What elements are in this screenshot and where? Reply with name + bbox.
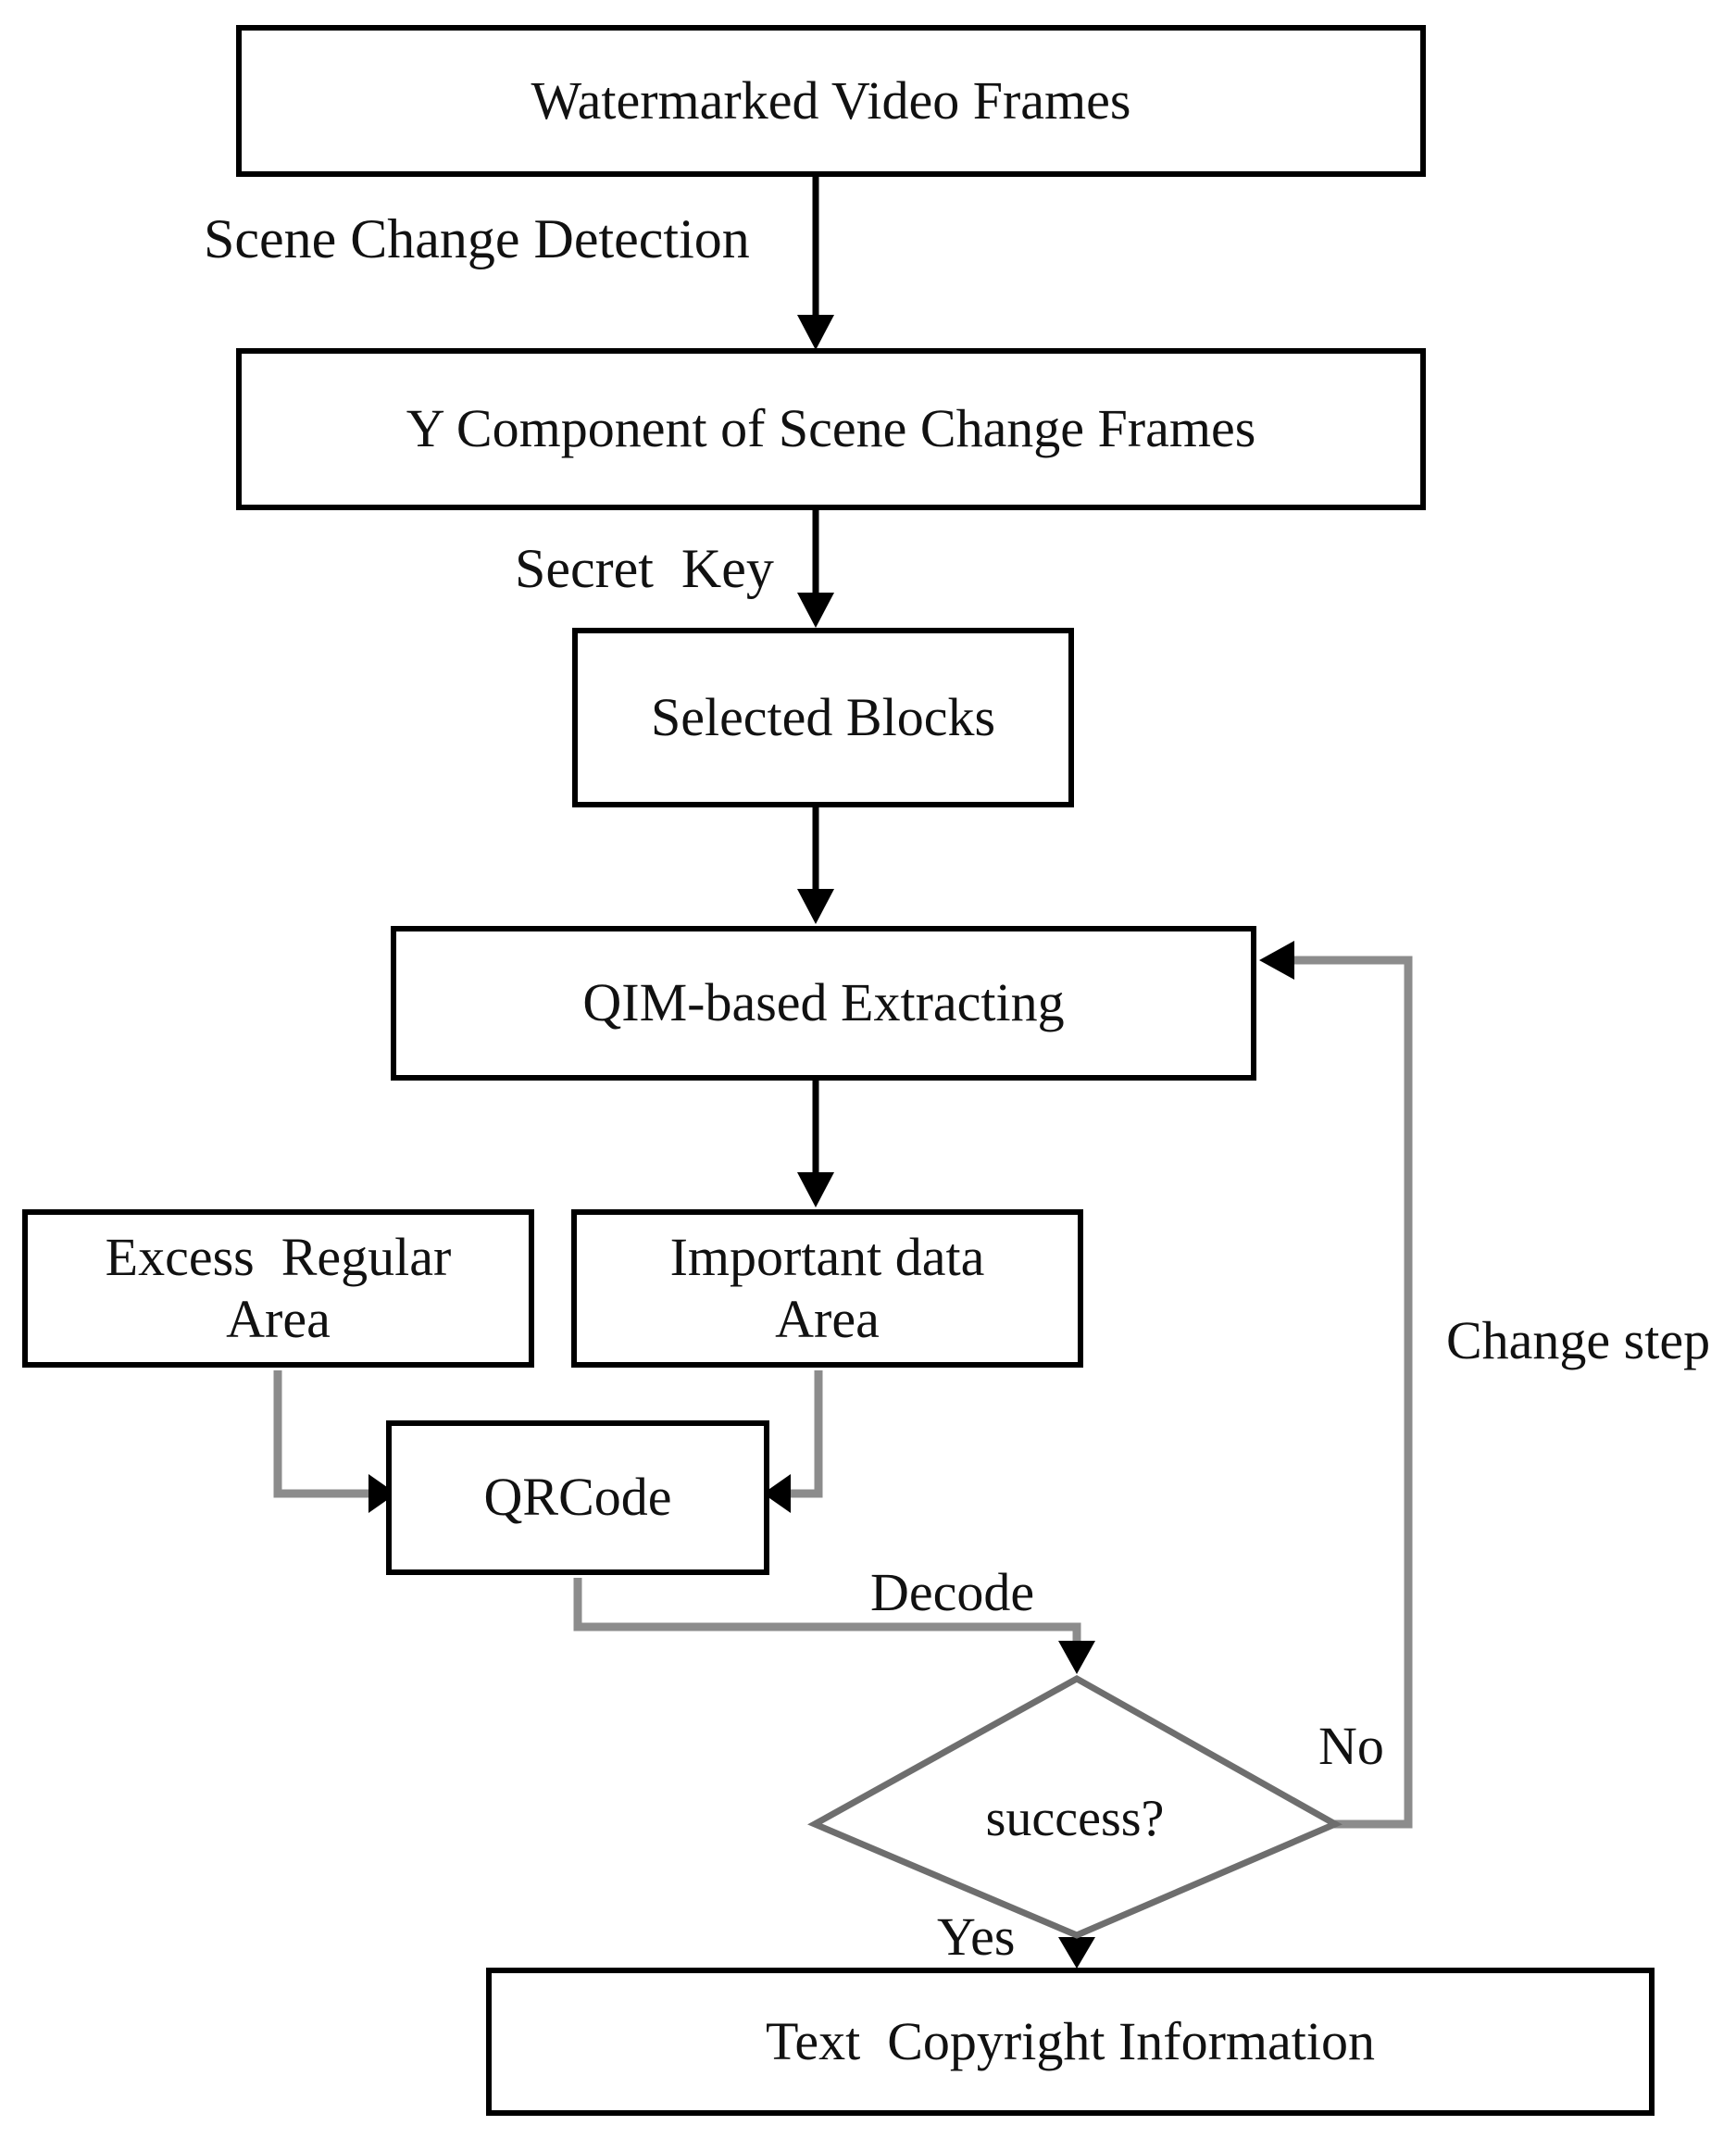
- node-text-copyright-information-label: Text Copyright Information: [766, 2010, 1375, 2071]
- connector-excess-to-qrcode: [273, 1370, 396, 1513]
- connector-qrcode-to-decision: [573, 1578, 1095, 1674]
- node-selected-blocks: Selected Blocks: [572, 628, 1074, 807]
- node-important-data-area: Important data Area: [571, 1209, 1083, 1368]
- edge-label-scene-change-detection: Scene Change Detection: [204, 208, 750, 269]
- node-excess-regular-area-line2: Area: [226, 1288, 331, 1349]
- node-excess-regular-area: Excess Regular Area: [22, 1209, 534, 1368]
- node-qim-extracting: QIM-based Extracting: [391, 926, 1256, 1081]
- arrow-selectedblocks-to-qim: [797, 807, 834, 924]
- node-important-data-area-line1: Important data: [669, 1226, 985, 1287]
- node-important-data-area-line2: Area: [775, 1288, 880, 1349]
- arrow-qim-to-importantdata: [797, 1081, 834, 1207]
- decision-success-label: success?: [985, 1790, 1165, 1847]
- node-qrcode-label: QRCode: [483, 1467, 672, 1528]
- node-qim-extracting-label: QIM-based Extracting: [582, 972, 1065, 1033]
- node-y-component: Y Component of Scene Change Frames: [236, 348, 1426, 510]
- edge-label-yes: Yes: [937, 1907, 1016, 1967]
- decision-diamond: [807, 1674, 1343, 1939]
- edge-label-secret-key: Secret Key: [515, 538, 774, 599]
- arrow-ycomponent-to-selectedblocks: [797, 510, 834, 628]
- connector-decision-no-to-qim: [1259, 941, 1413, 1829]
- connector-important-to-qrcode: [763, 1370, 823, 1513]
- node-qrcode: QRCode: [386, 1420, 769, 1575]
- node-selected-blocks-label: Selected Blocks: [650, 686, 996, 747]
- node-watermarked-video-frames-label: Watermarked Video Frames: [531, 69, 1131, 131]
- arrow-watermarked-to-ycomponent: [797, 177, 834, 350]
- edge-label-no: No: [1318, 1716, 1384, 1776]
- node-text-copyright-information: Text Copyright Information: [486, 1968, 1655, 2116]
- edge-label-change-step: Change step: [1446, 1310, 1711, 1370]
- edge-label-decode: Decode: [870, 1562, 1035, 1622]
- node-watermarked-video-frames: Watermarked Video Frames: [236, 25, 1426, 177]
- node-excess-regular-area-line1: Excess Regular: [105, 1226, 452, 1287]
- node-y-component-label: Y Component of Scene Change Frames: [406, 398, 1256, 459]
